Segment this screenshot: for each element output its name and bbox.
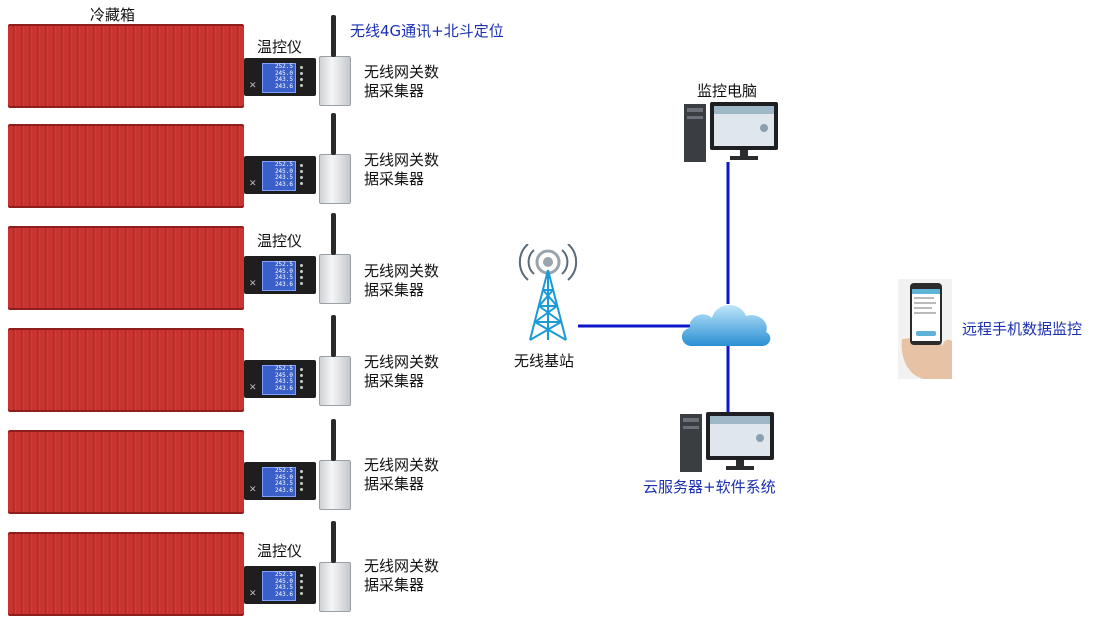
gateway-label-line2: 据采集器: [364, 372, 425, 390]
brand-x-icon: ✕: [249, 383, 257, 393]
cloud-icon: [681, 304, 771, 346]
base-station-label: 无线基站: [514, 352, 575, 370]
gateway-label-line1: 无线网关数: [364, 262, 440, 280]
gateway-label-line1: 无线网关数: [364, 63, 440, 81]
thermostat-label-6: 温控仪: [257, 542, 303, 560]
thermostat-label-3: 温控仪: [257, 232, 303, 250]
reading: 243.5: [274, 378, 293, 385]
thermostat-screen: 252.5 245.0 243.5 243.6: [262, 571, 296, 601]
gateway-label-line1: 无线网关数: [364, 456, 440, 474]
antenna-icon: [331, 521, 336, 563]
reading: 245.0: [274, 267, 293, 275]
reading: 243.5: [274, 76, 293, 83]
reading: 243.5: [274, 274, 293, 281]
reading: 243.6: [274, 590, 293, 598]
thermostat-controller: 252.5 245.0 243.5 243.6 ✕: [244, 462, 316, 500]
reading: 243.5: [274, 584, 293, 591]
cold-container-4: [8, 328, 244, 412]
comm-label: 无线4G通讯+北斗定位: [350, 22, 504, 40]
brand-x-icon: ✕: [249, 179, 257, 189]
thermostat-controller: 252.5 245.0 243.5 243.6 ✕: [244, 566, 316, 604]
gateway-label-line2: 据采集器: [364, 576, 425, 594]
thermostat-screen: 252.5 245.0 243.5 243.6: [262, 261, 296, 291]
reading: 243.6: [274, 486, 293, 494]
cold-container-1: [8, 24, 244, 108]
thermostat-screen: 252.5 245.0 243.5 243.6: [262, 63, 296, 93]
brand-x-icon: ✕: [249, 81, 257, 91]
reading: 245.0: [274, 371, 293, 379]
brand-x-icon: ✕: [249, 279, 257, 289]
buttons-icon: [298, 64, 308, 90]
gateway-device: [319, 213, 351, 304]
gateway-label-line2: 据采集器: [364, 170, 425, 188]
gateway-device: [319, 419, 351, 510]
gateway-label-line1: 无线网关数: [364, 151, 440, 169]
reading: 243.6: [274, 82, 293, 90]
thermostat-controller: 252.5 245.0 243.5 243.6 ✕: [244, 360, 316, 398]
cold-container-3: [8, 226, 244, 310]
cold-container-5: [8, 430, 244, 514]
remote-phone-label: 远程手机数据监控: [962, 320, 1083, 338]
reading: 245.0: [274, 69, 293, 77]
thermostat-controller: 252.5 245.0 243.5 243.6 ✕: [244, 256, 316, 294]
buttons-icon: [298, 162, 308, 188]
gateway-device: [319, 521, 351, 612]
cloud-server-label: 云服务器+软件系统: [643, 478, 776, 496]
thermostat-controller: 252.5 245.0 243.5 243.6 ✕: [244, 156, 316, 194]
reading: 252.5: [274, 261, 293, 268]
reading: 245.0: [274, 473, 293, 481]
phone-in-hand-icon: [898, 279, 952, 379]
cold-container-2: [8, 124, 244, 208]
reading: 243.6: [274, 280, 293, 288]
thermostat-screen: 252.5 245.0 243.5 243.6: [262, 467, 296, 497]
base-station-tower-icon: [518, 244, 578, 341]
reading: 243.5: [274, 480, 293, 487]
antenna-icon: [331, 15, 336, 57]
buttons-icon: [298, 572, 308, 598]
buttons-icon: [298, 262, 308, 288]
reading: 245.0: [274, 167, 293, 175]
gateway-device: [319, 113, 351, 204]
server-computer-icon: [680, 412, 774, 472]
reading: 252.5: [274, 63, 293, 70]
gateway-device: [319, 315, 351, 406]
gateway-device: [319, 15, 351, 106]
gateway-label-line1: 无线网关数: [364, 557, 440, 575]
reading: 252.5: [274, 161, 293, 168]
thermostat-screen: 252.5 245.0 243.5 243.6: [262, 365, 296, 395]
reading: 252.5: [274, 365, 293, 372]
brand-x-icon: ✕: [249, 485, 257, 495]
gateway-label-line2: 据采集器: [364, 475, 425, 493]
antenna-icon: [331, 113, 336, 155]
cold-container-6: [8, 532, 244, 616]
desktop-computer-icon: [684, 102, 778, 162]
gateway-label-line1: 无线网关数: [364, 353, 440, 371]
thermostat-controller: 252.5 245.0 243.5 243.6 ✕: [244, 58, 316, 96]
antenna-icon: [331, 419, 336, 461]
buttons-icon: [298, 366, 308, 392]
gateway-label-line2: 据采集器: [364, 281, 425, 299]
reading: 252.5: [274, 467, 293, 474]
reading: 243.5: [274, 174, 293, 181]
antenna-icon: [331, 213, 336, 255]
thermostat-label-1: 温控仪: [257, 38, 303, 56]
buttons-icon: [298, 468, 308, 494]
reading: 252.5: [274, 571, 293, 578]
reading: 243.6: [274, 384, 293, 392]
reading: 243.6: [274, 180, 293, 188]
monitor-pc-label: 监控电脑: [697, 82, 758, 100]
cold-box-label: 冷藏箱: [90, 6, 136, 24]
reading: 245.0: [274, 577, 293, 585]
gateway-label-line2: 据采集器: [364, 82, 425, 100]
thermostat-screen: 252.5 245.0 243.5 243.6: [262, 161, 296, 191]
antenna-icon: [331, 315, 336, 357]
brand-x-icon: ✕: [249, 589, 257, 599]
